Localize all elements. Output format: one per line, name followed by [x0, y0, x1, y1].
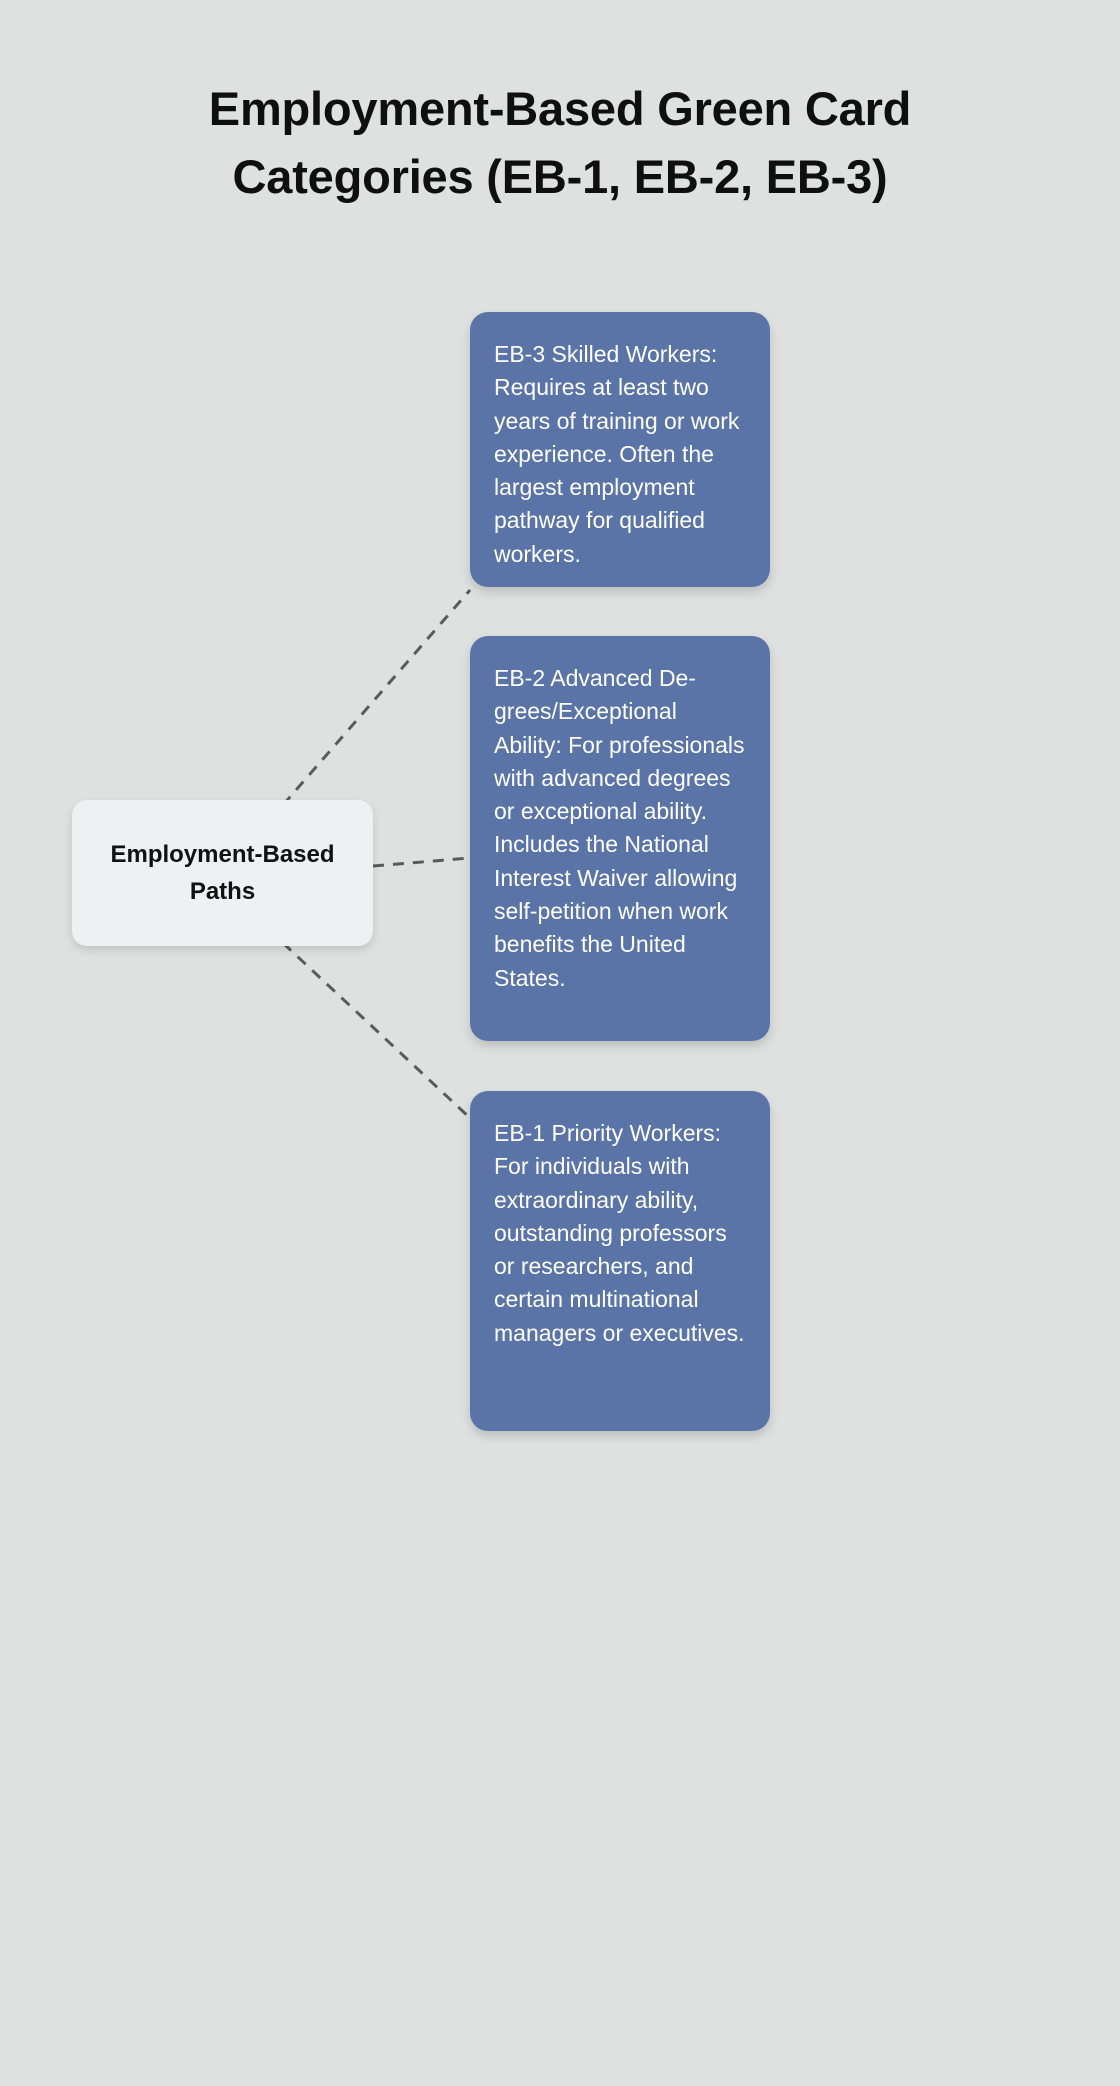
page-title: Employment-Based Green Card Categories (… — [0, 75, 1120, 211]
connector-to-eb2 — [372, 856, 471, 868]
connector-to-eb3 — [281, 589, 472, 806]
root-node[interactable]: Employment-Based Paths — [72, 800, 373, 946]
page-title-line-1: Employment-Based Green Card — [208, 82, 912, 135]
branch-card-eb3[interactable]: EB-3 Skilled Workers: Requires at least … — [470, 312, 770, 587]
branch-card-eb2-text: EB-2 Advanced De­grees/Exceptional Abili… — [494, 665, 745, 991]
branch-card-eb1[interactable]: EB-1 Priority Workers: For individuals w… — [470, 1091, 770, 1431]
connector-to-eb1 — [281, 941, 472, 1120]
branch-card-eb2[interactable]: EB-2 Advanced De­grees/Exceptional Abili… — [470, 636, 770, 1041]
branch-card-eb3-text: EB-3 Skilled Workers: Requires at least … — [494, 341, 740, 567]
root-node-label: Employment-Based Paths — [110, 841, 335, 905]
page-title-line-2: Categories (EB-1, EB-2, EB-3) — [232, 150, 888, 203]
branch-card-eb1-text: EB-1 Priority Workers: For individuals w… — [494, 1120, 745, 1346]
